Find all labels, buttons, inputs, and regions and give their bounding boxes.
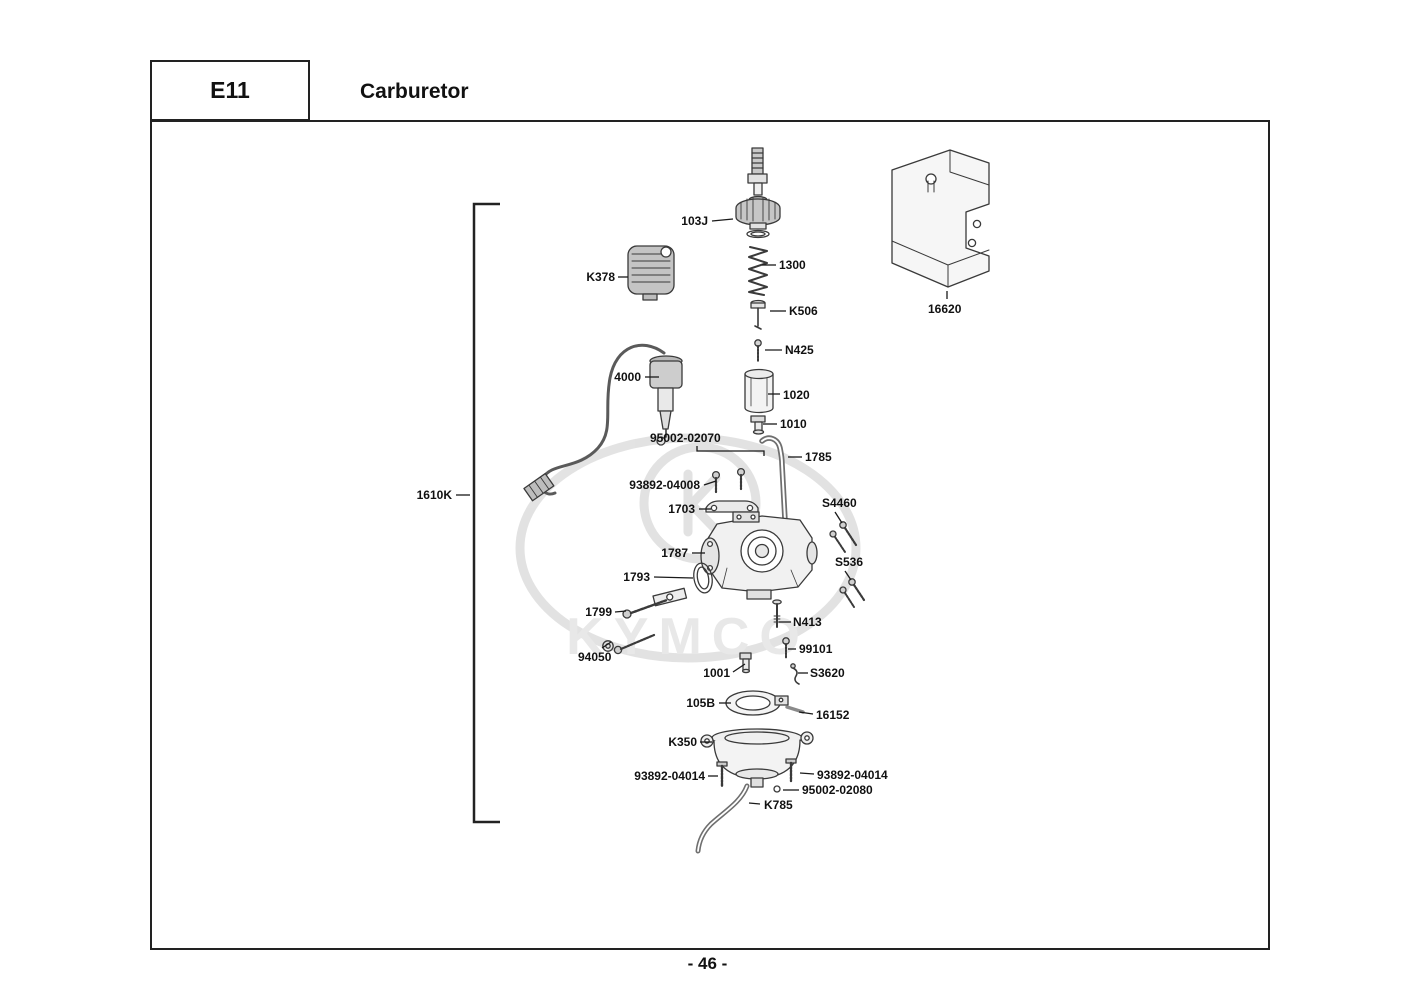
part-screws-S536 [839, 578, 866, 608]
part-label-N425: N425 [785, 343, 814, 357]
part-label-95002-02080: 95002-02080 [802, 783, 873, 797]
part-label-K506: K506 [789, 304, 818, 318]
part-label-S3620: S3620 [810, 666, 845, 680]
part-label-K350: K350 [668, 735, 697, 749]
part-throttle-valve-1020 [744, 368, 774, 414]
part-label-93892-04014-left: 93892-04014 [634, 769, 705, 783]
part-screw-1799 [622, 598, 669, 619]
part-label-1001: 1001 [703, 666, 730, 680]
diagram-code: E11 [210, 77, 250, 103]
part-carb-body [700, 511, 818, 600]
kymco-watermark: KYMCO [515, 433, 861, 666]
part-fuel-pipe-1785 [759, 435, 788, 523]
part-screws-93892-04008 [711, 467, 746, 494]
part-screw-N425 [754, 339, 762, 362]
part-label-1793: 1793 [623, 570, 650, 584]
part-label-93892-04014-right: 93892-04014 [817, 768, 888, 782]
part-bracket-1703 [705, 500, 759, 513]
page-number: - 46 - [687, 954, 728, 973]
part-label-1300: 1300 [779, 258, 806, 272]
part-needle-jet-1010 [750, 415, 766, 435]
part-cover-K378 [627, 245, 675, 301]
part-label-1787: 1787 [661, 546, 688, 560]
part-needle-N413 [772, 599, 782, 628]
part-clip-S3620 [790, 663, 800, 685]
part-label-1020: 1020 [783, 388, 810, 402]
part-label-K378: K378 [586, 270, 615, 284]
part-label-S536: S536 [835, 555, 864, 569]
part-drain-tube-K785 [695, 783, 781, 854]
part-float-bowl-K350 [700, 728, 814, 788]
part-screws-93892-04014 [716, 758, 797, 788]
part-label-16152: 16152 [816, 708, 850, 722]
part-auto-bystarter-4000 [523, 343, 683, 502]
page-title: Carburetor [360, 80, 469, 103]
part-carb-cap-103J [735, 195, 781, 239]
part-spring-seat-K506 [750, 299, 766, 330]
part-label-N413: N413 [793, 615, 822, 629]
part-label-1799: 1799 [585, 605, 612, 619]
part-label-103J: 103J [681, 214, 708, 228]
part-float-pin-16152 [785, 705, 805, 714]
part-label-16620: 16620 [928, 302, 962, 316]
watermark-text: KYMCO [566, 608, 810, 666]
part-label-99101: 99101 [799, 642, 833, 656]
part-float-105B [725, 690, 789, 716]
part-label-4000: 4000 [614, 370, 641, 384]
part-gasket-1793 [693, 562, 713, 594]
part-spring-1300 [748, 246, 768, 296]
part-label-1610K: 1610K [416, 488, 452, 502]
part-screw-99101 [782, 637, 790, 659]
part-cable-adjuster [747, 147, 768, 196]
part-label-94050: 94050 [578, 650, 612, 664]
part-label-K785: K785 [764, 798, 793, 812]
leader-lines [456, 218, 948, 805]
part-label-S4460: S4460 [822, 496, 857, 510]
part-screws-S4460 [829, 521, 858, 553]
part-label-1785: 1785 [805, 450, 832, 464]
part-label-1703: 1703 [668, 502, 695, 516]
part-label-105B: 105B [686, 696, 715, 710]
part-screw-94050 [602, 633, 656, 655]
part-clamp-95002-02080 [773, 785, 781, 793]
part-label-93892-04008: 93892-04008 [629, 478, 700, 492]
part-label-1010: 1010 [780, 417, 807, 431]
part-bracket-16620 [891, 149, 990, 288]
part-label-95002-02070: 95002-02070 [650, 431, 721, 445]
diagram-code-box: E11 [150, 60, 310, 121]
group-bracket-1610K [472, 202, 500, 824]
